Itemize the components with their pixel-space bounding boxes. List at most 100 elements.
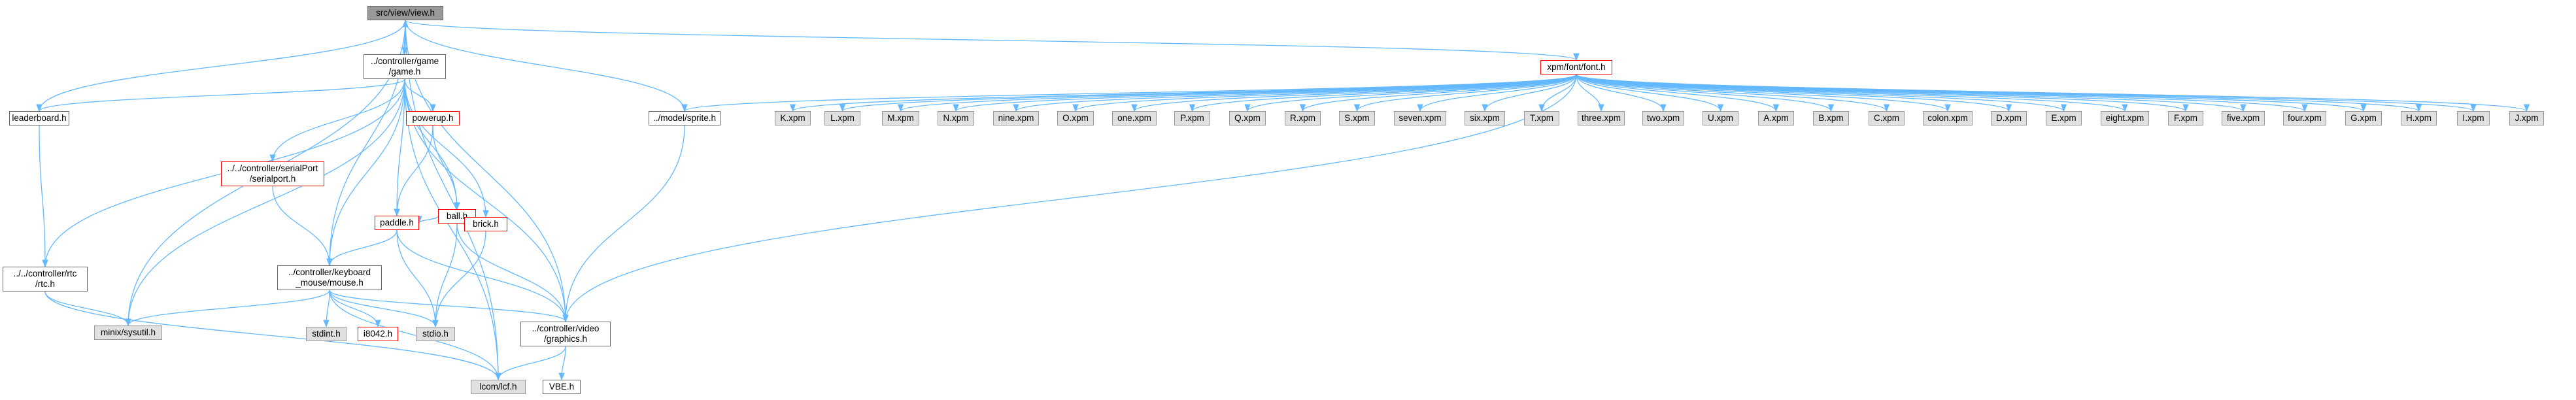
edge-font_h-to-P_xpm	[1189, 74, 1577, 112]
node-one-xpm[interactable]: one.xpm	[1112, 111, 1157, 125]
edge-font_h-to-N_xpm	[953, 74, 1577, 112]
node-p-xpm[interactable]: P.xpm	[1174, 111, 1210, 125]
edge-font_h-to-two_xpm	[1576, 74, 1667, 112]
edge-font_h-to-six_xpm	[1482, 74, 1577, 112]
edge-rtc_h-to-sysutil_h	[44, 291, 131, 327]
edge-font_h-to-G_xpm	[1576, 74, 2367, 112]
node-paddle-h[interactable]: paddle.h	[375, 216, 419, 230]
edge-font_h-to-B_xpm	[1576, 74, 1835, 112]
node-eight-xpm[interactable]: eight.xpm	[2101, 111, 2149, 125]
node-e-xpm[interactable]: E.xpm	[2046, 111, 2082, 125]
node-nine-xpm[interactable]: nine.xpm	[993, 111, 1039, 125]
edge-font_h-to-T_xpm	[1538, 74, 1577, 112]
node-seven-xpm[interactable]: seven.xpm	[1394, 111, 1446, 125]
edge-serialport_h-to-mouse_h	[272, 186, 333, 267]
node-i8042-h[interactable]: i8042.h	[358, 327, 398, 341]
edge-font_h-to-E_xpm	[1576, 74, 2067, 112]
node-i-xpm[interactable]: I.xpm	[2457, 111, 2490, 125]
edge-font_h-to-Q_xpm	[1244, 74, 1577, 112]
edge-font_h-to-graphics_h	[562, 74, 1577, 323]
edge-rtc_h-to-lcf_h	[44, 291, 501, 381]
edge-view_h-to-leaderboard_h	[36, 20, 406, 112]
node-game-h[interactable]: ../controller/game /game.h	[364, 54, 446, 79]
edge-font_h-to-M_xpm	[898, 74, 1577, 112]
node-three-xpm[interactable]: three.xpm	[1578, 111, 1625, 125]
node-vbe-h[interactable]: VBE.h	[543, 380, 581, 394]
edge-font_h-to-four_xpm	[1576, 74, 2308, 112]
edge-mouse_h-to-stdint_h	[323, 290, 330, 328]
edge-font_h-to-S_xpm	[1353, 74, 1577, 112]
node-five-xpm[interactable]: five.xpm	[2222, 111, 2265, 125]
node-view-h[interactable]: src/view/view.h	[367, 6, 443, 20]
edge-font_h-to-R_xpm	[1299, 74, 1577, 112]
node-six-xpm[interactable]: six.xpm	[1465, 111, 1505, 125]
edge-mouse_h-to-stdio_h	[329, 290, 439, 328]
node-m-xpm[interactable]: M.xpm	[882, 111, 919, 125]
node-d-xpm[interactable]: D.xpm	[1991, 111, 2027, 125]
node-four-xpm[interactable]: four.xpm	[2283, 111, 2326, 125]
node-t-xpm[interactable]: T.xpm	[1524, 111, 1559, 125]
edge-powerup_h-to-ball_h	[432, 125, 460, 210]
node-s-xpm[interactable]: S.xpm	[1339, 111, 1375, 125]
node-f-xpm[interactable]: F.xpm	[2168, 111, 2203, 125]
node-g-xpm[interactable]: G.xpm	[2345, 111, 2382, 125]
edge-font_h-to-K_xpm	[790, 74, 1577, 112]
node-sysutil-h[interactable]: minix/sysutil.h	[94, 325, 162, 340]
edge-leaderboard_h-to-rtc_h	[39, 125, 48, 268]
edge-view_h-to-lcf_h	[405, 20, 501, 381]
node-leaderboard-h[interactable]: leaderboard.h	[9, 111, 69, 125]
edge-paddle_h-to-mouse_h	[326, 229, 398, 267]
edge-font_h-to-colon_xpm	[1576, 74, 1951, 112]
edge-font_h-to-O_xpm	[1072, 74, 1577, 112]
node-stdio-h[interactable]: stdio.h	[416, 327, 455, 341]
node-sprite-h[interactable]: ../model/sprite.h	[649, 111, 720, 125]
node-q-xpm[interactable]: Q.xpm	[1229, 111, 1266, 125]
edge-ball_h-to-stdio_h	[432, 223, 458, 328]
node-l-xpm[interactable]: L.xpm	[824, 111, 860, 125]
node-n-xpm[interactable]: N.xpm	[938, 111, 974, 125]
edge-paddle_h-to-graphics_h	[396, 229, 569, 323]
edge-graphics_h-to-vbe_h	[558, 346, 566, 381]
edge-game_h-to-leaderboard_h	[36, 78, 405, 112]
edge-game_h-to-paddle_h	[394, 78, 405, 217]
edge-font_h-to-nine_xpm	[1013, 74, 1577, 112]
node-font-h[interactable]: xpm/font/font.h	[1540, 60, 1612, 75]
node-a-xpm[interactable]: A.xpm	[1758, 111, 1794, 125]
node-u-xpm[interactable]: U.xpm	[1703, 111, 1738, 125]
edge-mouse_h-to-lcf_h	[329, 290, 501, 381]
node-rtc-h[interactable]: ../../controller/rtc /rtc.h	[3, 267, 88, 292]
edge-game_h-to-powerup_h	[404, 78, 436, 112]
node-lcf-h[interactable]: lcom/lcf.h	[471, 380, 526, 394]
edge-font_h-to-seven_xpm	[1417, 74, 1577, 112]
node-j-xpm[interactable]: J.xpm	[2509, 111, 2544, 125]
node-mouse-h[interactable]: ../controller/keyboard _mouse/mouse.h	[277, 265, 382, 290]
node-o-xpm[interactable]: O.xpm	[1057, 111, 1094, 125]
edge-font_h-to-three_xpm	[1576, 74, 1604, 112]
node-h-xpm[interactable]: H.xpm	[2401, 111, 2437, 125]
edge-ball_h-to-paddle_h	[416, 216, 439, 224]
edge-font_h-to-D_xpm	[1576, 74, 2012, 112]
node-powerup-h[interactable]: powerup.h	[406, 111, 460, 125]
node-r-xpm[interactable]: R.xpm	[1285, 111, 1321, 125]
edge-font_h-to-A_xpm	[1576, 74, 1780, 112]
edge-game_h-to-serialport_h	[269, 78, 405, 163]
node-b-xpm[interactable]: B.xpm	[1813, 111, 1849, 125]
edge-brick_h-to-stdio_h	[432, 231, 486, 328]
node-c-xpm[interactable]: C.xpm	[1869, 111, 1905, 125]
edge-ball_h-to-graphics_h	[456, 223, 569, 323]
node-two-xpm[interactable]: two.xpm	[1642, 111, 1684, 125]
node-brick-h[interactable]: brick.h	[464, 217, 507, 231]
edge-paddle_h-to-stdio_h	[396, 229, 439, 328]
node-colon-xpm[interactable]: colon.xpm	[1923, 111, 1973, 125]
node-stdint-h[interactable]: stdint.h	[306, 327, 347, 341]
edge-font_h-to-sprite_h	[681, 74, 1577, 112]
edge-font_h-to-F_xpm	[1576, 74, 2189, 112]
edge-game_h-to-brick_h	[404, 78, 489, 218]
edge-mouse_h-to-sysutil_h	[125, 290, 330, 327]
edge-powerup_h-to-paddle_h	[394, 125, 433, 217]
edge-font_h-to-J_xpm	[1576, 74, 2530, 112]
edge-game_h-to-sysutil_h	[125, 78, 405, 327]
node-graphics-h[interactable]: ../controller/video /graphics.h	[520, 322, 611, 346]
node-k-xpm[interactable]: K.xpm	[775, 111, 811, 125]
node-serialport-h[interactable]: ../../controller/serialPort /serialport.…	[221, 161, 324, 186]
